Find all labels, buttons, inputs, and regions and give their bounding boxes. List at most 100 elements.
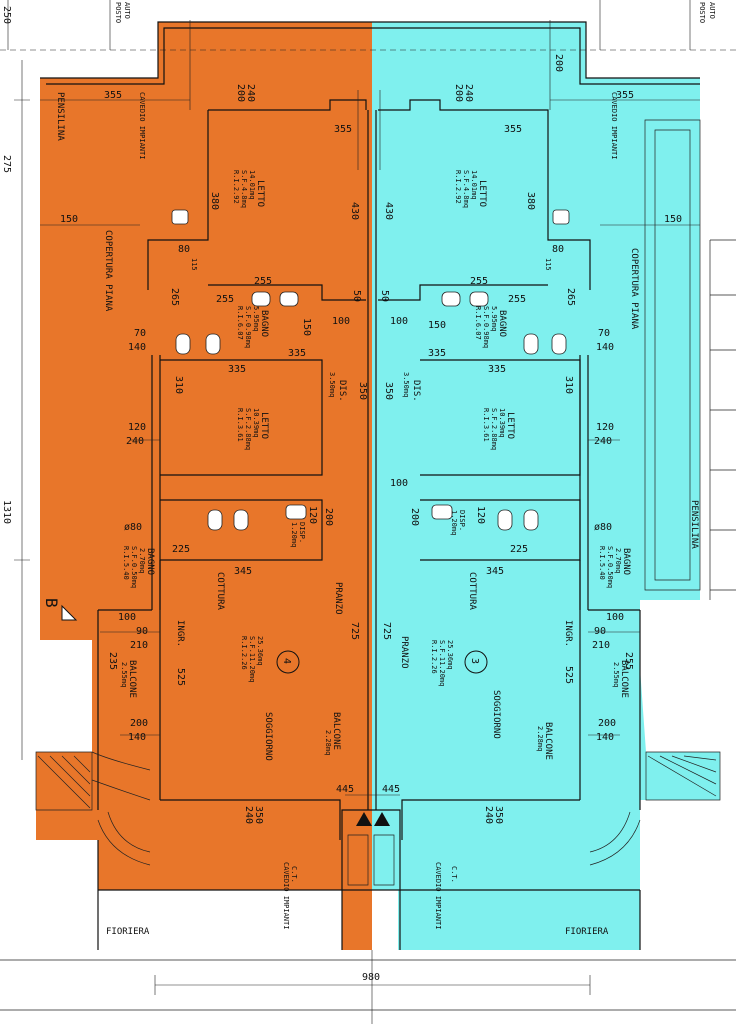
u3-copertura: COPERTURA PIANA [629,248,639,330]
dim-200-cr: 200 [409,508,420,526]
dim-210-l: 210 [130,640,148,651]
u3-ct: C.T. [450,866,458,883]
u4-bagno2-a: 2.70mq [138,548,146,573]
u3-pranzo: PRANZO [399,636,409,669]
u3-letto1-a: 14.01mq [470,170,478,200]
dim-115-l: 115 [190,258,198,271]
dim-90-l: 90 [136,626,148,637]
dim-345-r: 345 [486,566,504,577]
dim-525-r: 525 [563,666,574,684]
unit-3-area [372,22,720,950]
dim-310-l: 310 [173,376,184,394]
dim-140-bl: 140 [128,732,146,743]
u3-letto1-b: S.F.4.8mq [462,170,470,208]
posto-auto-left-b: AUTO [123,2,131,19]
dim-255-r3: 255 [623,652,634,670]
dim-430-r: 430 [383,202,394,220]
posto-auto-left-a: POSTO [114,2,122,23]
u4-bagno2-name: BAGNO [145,548,155,575]
section-marker-b: B [42,598,61,608]
u3-bagno1-a: 5.95mq [490,306,498,331]
u3-dispensa-a: 1.20mq [450,510,458,535]
u4-letto2-a: 10.39mq [252,408,260,438]
u3-cavedio-top: CAVEDIO IMPIANTI [610,92,618,159]
dim-o80-l: ø80 [124,522,142,533]
dim-240-l: 240 [245,84,256,102]
dim-335-l: 335 [288,348,306,359]
dim-200-br: 200 [598,718,616,729]
u4-dis-a: 3.50mq [328,372,336,397]
unit-3-number-circle [464,650,488,674]
unit-4-number: 4 [281,658,292,664]
dim-200-r: 200 [453,84,464,102]
dim-250: 250 [1,6,12,24]
dim-200-tr: 200 [553,54,564,72]
u3-bagno2-name: BAGNO [621,548,631,575]
dim-100-r: 100 [390,316,408,327]
dim-150-cl: 150 [301,318,312,336]
u3-bagno2-c: R.I.5.40 [598,546,606,580]
u3-balcone-main-name: BALCONE [543,722,553,760]
u3-dis-name: DIS. [411,380,421,402]
u3-bagno1-name: BAGNO [497,310,507,337]
dim-50-r: 50 [379,290,390,302]
u3-letto2-c: R.I.3.61 [482,408,490,442]
dim-265-l: 265 [169,288,180,306]
dim-o80-r: ø80 [594,522,612,533]
bath-fixtures [171,209,570,531]
u3-letto2-a: 10.39mq [498,408,506,438]
u4-cavedio-bottom: CAVEDIO IMPIANTI [282,862,290,929]
dim-150-cr: 150 [428,320,446,331]
dim-140-l: 140 [128,342,146,353]
unit-4-labels: PENSILINA COPERTURA PIANA CAVEDIO IMPIAN… [42,92,347,937]
u3-fioriera: FIORIERA [565,927,609,937]
dim-350-br: 350 [493,806,504,824]
top-left-boundary [7,0,691,50]
dim-80-r: 80 [552,244,564,255]
u4-bagno1-b: S.F.0.98mq [244,306,252,348]
dim-255-r2: 255 [508,294,526,305]
dim-225-r: 225 [510,544,528,555]
dim-120-cr: 120 [475,506,486,524]
dim-725-r: 725 [381,622,392,640]
entrance-arrow-left [356,812,372,826]
u3-letto2-b: S.F.2.88mq [490,408,498,450]
dim-380-l: 380 [209,192,220,210]
right-exterior-grid [644,119,736,600]
walls [0,21,736,1011]
posto-auto-right-b: AUTO [708,2,716,19]
posto-auto-right-a: POSTO [698,2,706,23]
u3-dispensa-name: DISP. [458,510,466,531]
dim-200-l: 200 [235,84,246,102]
u4-ct: C.T. [290,866,298,883]
u4-letto2-b: S.F.2.88mq [244,408,252,450]
dim-275: 275 [1,155,12,173]
dim-350-l: 350 [357,382,368,400]
dim-355-cl: 355 [334,124,352,135]
u4-pranzo: PRANZO [333,582,343,615]
dim-140-br: 140 [596,732,614,743]
u3-letto1-c: R.I.2.92 [454,170,462,204]
u3-balcone-side-a: 2.55mq [612,662,620,687]
dim-350-bl: 350 [253,806,264,824]
u3-balcone-main-a: 2.28mq [536,726,544,751]
dim-210-r: 210 [592,640,610,651]
left-dim-line [14,60,30,760]
u3-soggiorno-name: SOGGIORNO [491,690,501,739]
dim-150-l: 150 [60,214,78,225]
dim-100-br: 100 [606,612,624,623]
dim-335-r: 335 [428,348,446,359]
dim-50-l: 50 [351,290,362,302]
dim-240-ll: 240 [126,436,144,447]
u3-letto2-name: LETTO [505,412,515,439]
unit-4-number-circle [276,650,300,674]
dim-335-r2: 335 [488,364,506,375]
u3-cottura: COTTURA [467,572,477,611]
dim-240-bl: 240 [243,806,254,824]
u4-dispensa-name: DISP. [298,522,306,543]
u3-bagno2-b: S.F.0.50mq [606,546,614,588]
u4-bagno1-a: 5.95mq [252,306,260,331]
dim-240-r: 240 [463,84,474,102]
u3-bagno2-a: 2.70mq [614,548,622,573]
